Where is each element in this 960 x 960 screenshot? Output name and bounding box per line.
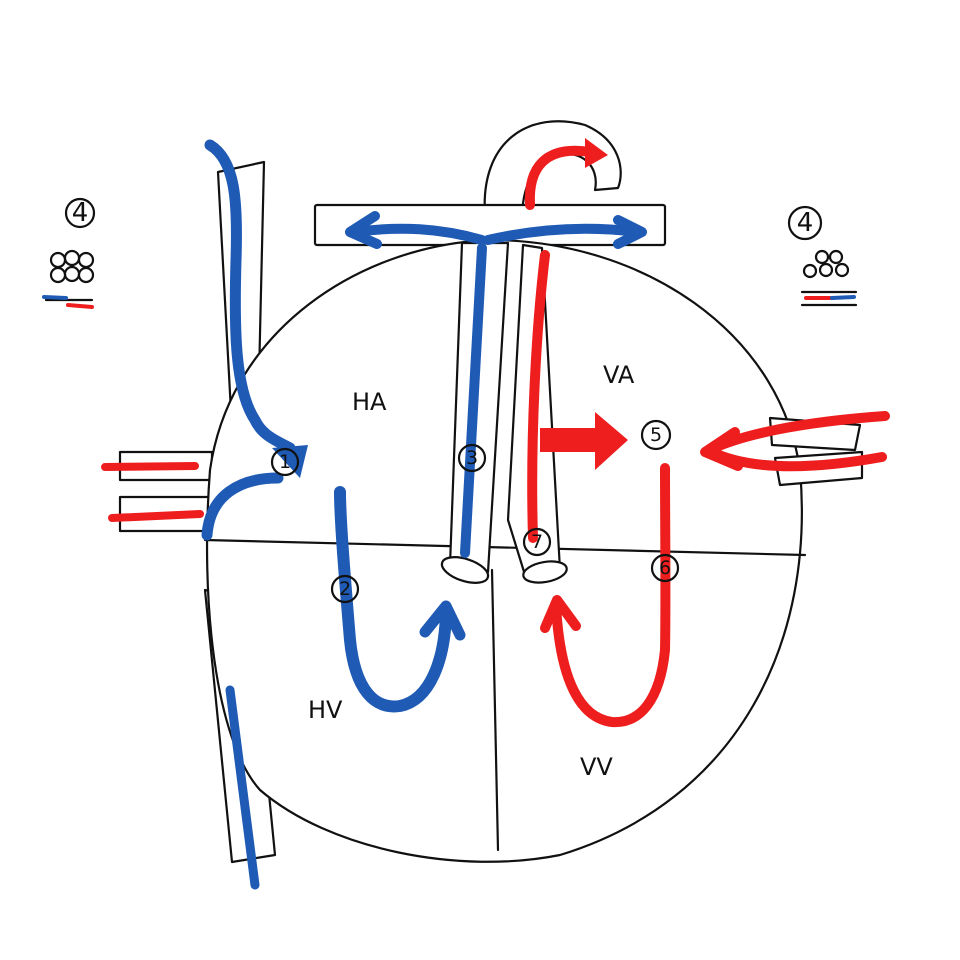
pulmonary-trunk-opening xyxy=(440,556,490,584)
blue-path-pulmonary-left xyxy=(350,223,487,245)
septum-vertical xyxy=(490,568,500,852)
deoxygenated-flow xyxy=(201,139,647,890)
red-path-aortic-arch xyxy=(524,145,595,210)
blue-arrowhead-ventricle-up xyxy=(419,600,466,641)
marker-7-text: 7 xyxy=(531,531,543,553)
blue-arrowhead-left xyxy=(345,211,382,249)
legend-left-number: 4 xyxy=(72,198,89,228)
marker-7: 7 xyxy=(522,527,552,557)
marker-3: 3 xyxy=(457,443,487,473)
blue-arrowhead-atrium xyxy=(272,445,308,478)
marker-1-text: 1 xyxy=(279,451,291,473)
blue-path-to-ventricle xyxy=(334,486,452,713)
red-arrowhead-to-5 xyxy=(540,412,628,470)
label-left-ventricle: VV xyxy=(580,753,613,781)
legend-right-number: 4 xyxy=(797,208,814,238)
marker-2-text: 2 xyxy=(339,578,351,600)
red-arrowhead-ventricle-up xyxy=(540,595,581,633)
oxygenated-flow xyxy=(101,138,890,728)
marker-3-text: 3 xyxy=(466,447,478,469)
red-arrowhead-arch xyxy=(585,138,608,168)
red-path-atrium-down xyxy=(551,463,671,728)
blue-arrowhead-right xyxy=(613,215,647,249)
marker-5-text: 5 xyxy=(650,424,662,446)
red-path-left-vein-upper xyxy=(101,462,199,471)
red-path-left-vein-lower xyxy=(108,510,204,522)
marker-5: 5 xyxy=(640,419,672,451)
aorta-opening xyxy=(522,560,568,584)
legend-blue-stroke-right xyxy=(830,295,856,300)
label-right-atrium: HA xyxy=(352,388,387,416)
legend-lungs-left: 4 xyxy=(42,197,96,309)
heart-outline xyxy=(205,238,803,863)
blue-path-from-veins xyxy=(201,472,284,541)
blue-path-pulmonary-trunk xyxy=(460,243,487,558)
marker-2: 2 xyxy=(330,574,360,604)
blue-path-pulmonary-right xyxy=(483,223,643,245)
marker-6: 6 xyxy=(650,553,680,583)
alveoli-icon xyxy=(49,249,95,284)
marker-6-text: 6 xyxy=(659,557,671,579)
blue-path-vena-cava xyxy=(204,139,296,454)
legend-blue-stroke-left xyxy=(42,295,68,300)
label-left-atrium: VA xyxy=(603,361,635,389)
marker-1: 1 xyxy=(270,447,300,477)
blue-path-inferior xyxy=(225,685,260,890)
label-right-ventricle: HV xyxy=(308,696,343,724)
red-path-aorta xyxy=(527,250,550,543)
alveoli-icon xyxy=(802,249,850,279)
red-arrowhead-right-vein xyxy=(700,427,743,471)
legend-red-stroke-left xyxy=(66,303,94,309)
septum-horizontal xyxy=(203,538,807,557)
legend-lungs-right: 4 xyxy=(787,205,858,307)
